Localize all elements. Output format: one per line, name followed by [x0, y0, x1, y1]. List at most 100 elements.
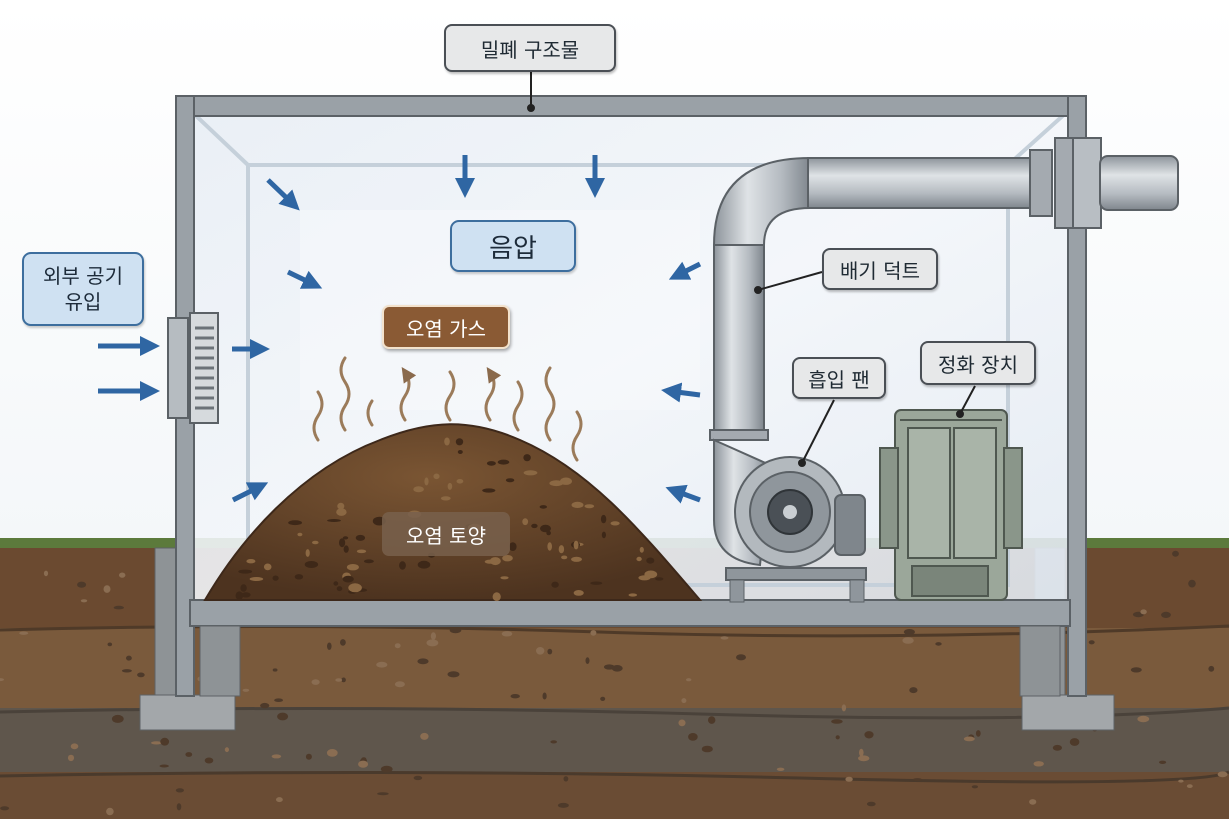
soil-lump: [549, 480, 564, 487]
contaminated-gas-label: 오염 가스: [382, 305, 510, 349]
pebble: [326, 749, 338, 757]
soil-lump: [540, 524, 551, 533]
soil-lump: [505, 478, 515, 483]
soil-lump: [571, 501, 584, 508]
soil-lump: [590, 581, 603, 585]
pebble: [975, 730, 981, 737]
pebble: [590, 630, 597, 636]
pebble: [447, 671, 460, 678]
pebble: [1130, 667, 1142, 673]
pebble: [426, 639, 439, 647]
pebble: [736, 654, 746, 661]
soil-lump: [500, 576, 509, 580]
pebble: [841, 704, 847, 712]
air-intake-vent[interactable]: [167, 312, 219, 424]
pebble: [80, 599, 88, 603]
contaminated-gas-wisps: [312, 356, 583, 462]
pebble: [688, 733, 698, 741]
pebble: [902, 637, 914, 644]
pebble: [536, 647, 545, 655]
pebble: [864, 731, 874, 739]
pebble: [831, 719, 843, 724]
soil-lump: [509, 542, 517, 551]
pebble: [137, 672, 145, 678]
pebble: [19, 631, 29, 635]
pebble: [224, 747, 229, 753]
pebble: [859, 748, 864, 757]
soil-lump: [240, 584, 247, 592]
pebble: [1033, 761, 1044, 767]
soil-lump: [433, 473, 440, 480]
soil-lump: [336, 508, 347, 516]
soil-lump: [571, 556, 582, 562]
pebble: [417, 658, 429, 665]
pebble: [413, 775, 423, 781]
soil-lump: [636, 556, 642, 562]
pebble: [394, 681, 405, 688]
soil-lump: [241, 592, 251, 598]
soil-lump: [502, 555, 513, 562]
suction-fan[interactable]: [725, 456, 867, 603]
soil-lump: [497, 459, 510, 465]
pebble: [449, 627, 462, 634]
soil-lump: [333, 581, 339, 586]
pebble: [963, 736, 975, 742]
pebble: [430, 632, 436, 640]
pebble: [510, 694, 520, 699]
pebble: [547, 648, 553, 655]
pebble: [185, 752, 193, 757]
soil-lump: [297, 532, 303, 537]
pebble: [1186, 784, 1193, 788]
pebble: [204, 757, 214, 764]
pebble: [0, 678, 4, 682]
pebble: [242, 688, 250, 692]
pebble: [113, 605, 125, 610]
soil-lump: [455, 438, 464, 446]
contaminated-soil-label: 오염 토양: [382, 512, 510, 556]
pebble: [1159, 760, 1167, 764]
pebble: [678, 719, 686, 727]
pebble: [542, 692, 547, 700]
soil-lump: [492, 592, 501, 602]
pebble: [611, 665, 623, 672]
soil-lump: [551, 581, 559, 588]
soil-lump: [539, 505, 547, 509]
exhaust-duct[interactable]: [709, 137, 1179, 567]
soil-lump: [399, 561, 406, 570]
soil-lump: [628, 593, 638, 597]
pebble: [1172, 550, 1179, 557]
outside-air-line1: 외부 공기: [43, 264, 123, 288]
pebble: [335, 678, 343, 682]
soil-lump: [294, 574, 304, 580]
pebble: [340, 639, 346, 646]
soil-lump: [305, 549, 310, 557]
soil-lump: [339, 538, 346, 548]
pebble: [935, 642, 942, 646]
outside-air-line2: 유입: [64, 290, 102, 314]
pebble: [903, 629, 916, 635]
soil-lump: [327, 519, 341, 522]
soil-lump: [482, 488, 496, 493]
soil-lump: [523, 454, 531, 462]
pebble: [311, 679, 320, 685]
pebble: [1140, 609, 1147, 615]
negative-pressure-label: 음압: [450, 220, 576, 272]
pebble: [376, 661, 388, 668]
soil-lump: [235, 591, 243, 600]
soil-lump: [246, 559, 256, 564]
soil-lump: [610, 521, 620, 526]
pebble: [107, 642, 113, 647]
pebble: [708, 716, 716, 724]
pebble: [1069, 738, 1080, 746]
soil-lump: [444, 437, 450, 446]
soil-lump: [312, 540, 319, 545]
pebble: [380, 765, 393, 773]
pebble: [377, 792, 389, 796]
purification-unit[interactable]: [879, 409, 1023, 601]
soil-lump: [573, 540, 579, 550]
pebble: [271, 754, 282, 759]
pebble: [835, 735, 840, 740]
pebble: [501, 631, 513, 637]
soil-lump: [456, 479, 464, 484]
soil-lump: [238, 569, 253, 574]
